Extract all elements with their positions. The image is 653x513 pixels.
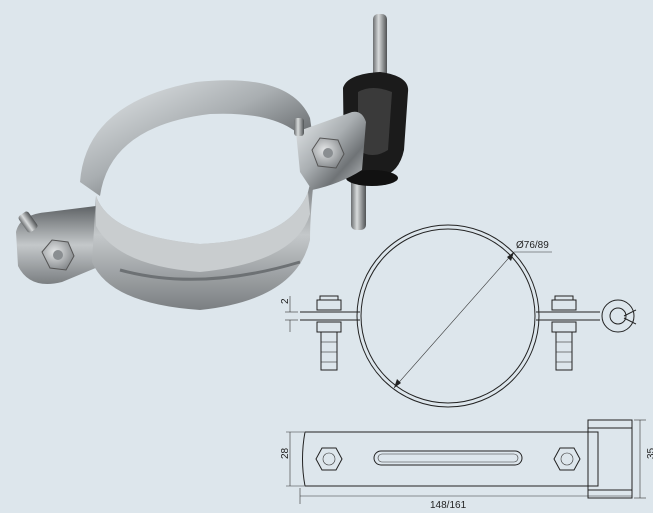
left-bolt-drawing [316,295,342,371]
band-outline [302,431,599,487]
hex-nut-icon [553,447,581,471]
height-label: 28 [280,447,291,459]
thickness-label: 2 [280,298,291,304]
slot [373,450,523,466]
clamp-ring-outer [356,224,540,408]
pipe-clamp-photo [16,14,409,310]
width-label: 35 [646,447,653,459]
right-bolt-drawing [551,295,577,371]
diameter-label: Ø76/89 [516,240,549,251]
clamp-band-back [80,80,316,196]
hanger-eye-icon [601,299,637,333]
hex-nut-icon [311,137,345,169]
technical-drawing: Ø76/89 2 [280,224,637,408]
clamp-ring-inner [360,228,536,404]
length-label: 148/161 [430,500,467,511]
hex-nut-icon [41,239,75,271]
top-view-drawing: 28 35 148/161 [280,419,653,511]
hex-nut-icon [315,447,343,471]
